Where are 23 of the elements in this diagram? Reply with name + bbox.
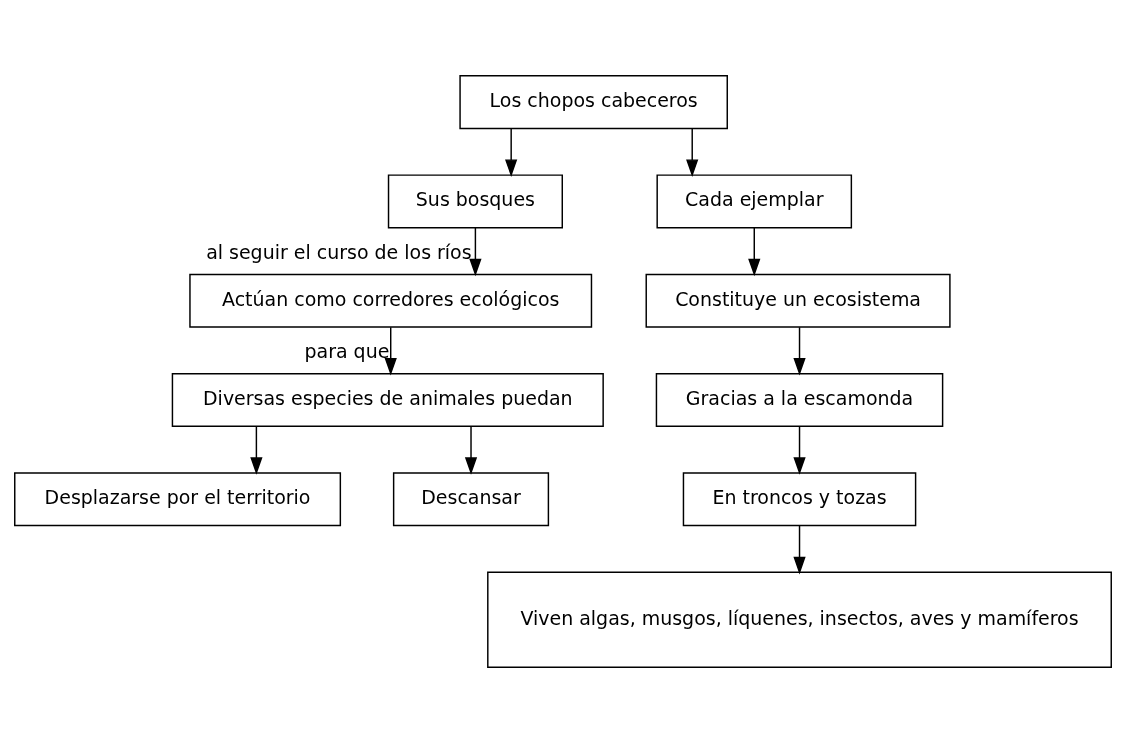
node-box: Diversas especies de animales puedan xyxy=(171,372,604,427)
node-box: Desplazarse por el territorio xyxy=(14,471,342,526)
node-box: Viven algas, musgos, líquenes, insectos, aves y mamíferos xyxy=(487,571,1112,668)
node-box: Sus bosques xyxy=(387,173,563,228)
node-box: En troncos y tozas xyxy=(682,471,917,526)
arrow xyxy=(469,226,482,276)
arrow xyxy=(793,326,806,375)
edge-label: al seguir el curso de los ríos xyxy=(206,240,472,263)
node-box: Actúan como corredores ecológicos xyxy=(189,273,593,328)
arrow xyxy=(748,226,761,276)
node-box: Gracias a la escamonda xyxy=(655,372,944,427)
edge-label: para que xyxy=(304,339,390,362)
arrow xyxy=(505,127,518,177)
node-box: Descansar xyxy=(392,471,550,526)
arrow xyxy=(250,425,263,475)
arrow xyxy=(793,425,806,475)
arrow xyxy=(384,326,397,375)
node-box: Constituye un ecosistema xyxy=(645,273,951,328)
node-box: Los chopos cabeceros xyxy=(459,74,728,129)
arrow xyxy=(793,524,806,574)
node-box: Cada ejemplar xyxy=(656,173,853,228)
arrow xyxy=(686,127,699,177)
arrow xyxy=(464,425,478,475)
